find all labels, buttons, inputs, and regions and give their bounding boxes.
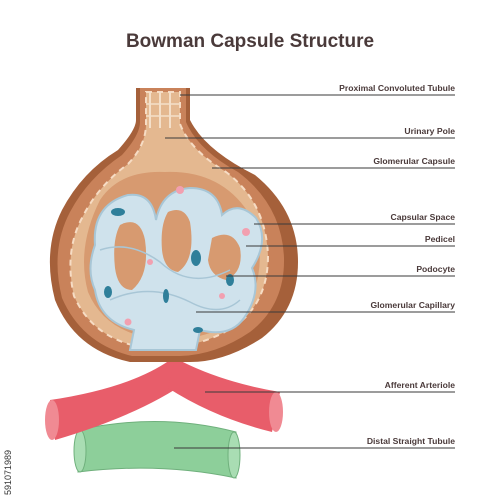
afferent-arteriole <box>45 358 283 440</box>
distal-straight-tubule <box>73 420 241 479</box>
podocyte-nuclei <box>104 208 234 333</box>
glomerular-capillary <box>89 186 263 351</box>
label-capsular-space: Capsular Space <box>391 212 456 222</box>
stock-id-vertical: 591071989 <box>3 450 13 495</box>
label-afferent-arteriole: Afferent Arteriole <box>385 380 456 390</box>
label-glomerular-capillary: Glomerular Capillary <box>370 300 455 310</box>
leader-lines <box>165 94 455 449</box>
stock-id-text: 591071989 <box>3 450 13 495</box>
label-proximal-convoluted-tubule: Proximal Convoluted Tubule <box>339 83 455 93</box>
label-urinary-pole: Urinary Pole <box>404 126 455 136</box>
label-pedicel: Pedicel <box>425 234 455 244</box>
pedicels <box>124 186 250 326</box>
labels: Proximal Convoluted Tubule Urinary Pole … <box>339 83 455 446</box>
label-distal-straight-tubule: Distal Straight Tubule <box>367 436 455 446</box>
label-glomerular-capsule: Glomerular Capsule <box>373 156 455 166</box>
diagram-title: Bowman Capsule Structure <box>126 31 374 52</box>
label-podocyte: Podocyte <box>416 264 455 274</box>
